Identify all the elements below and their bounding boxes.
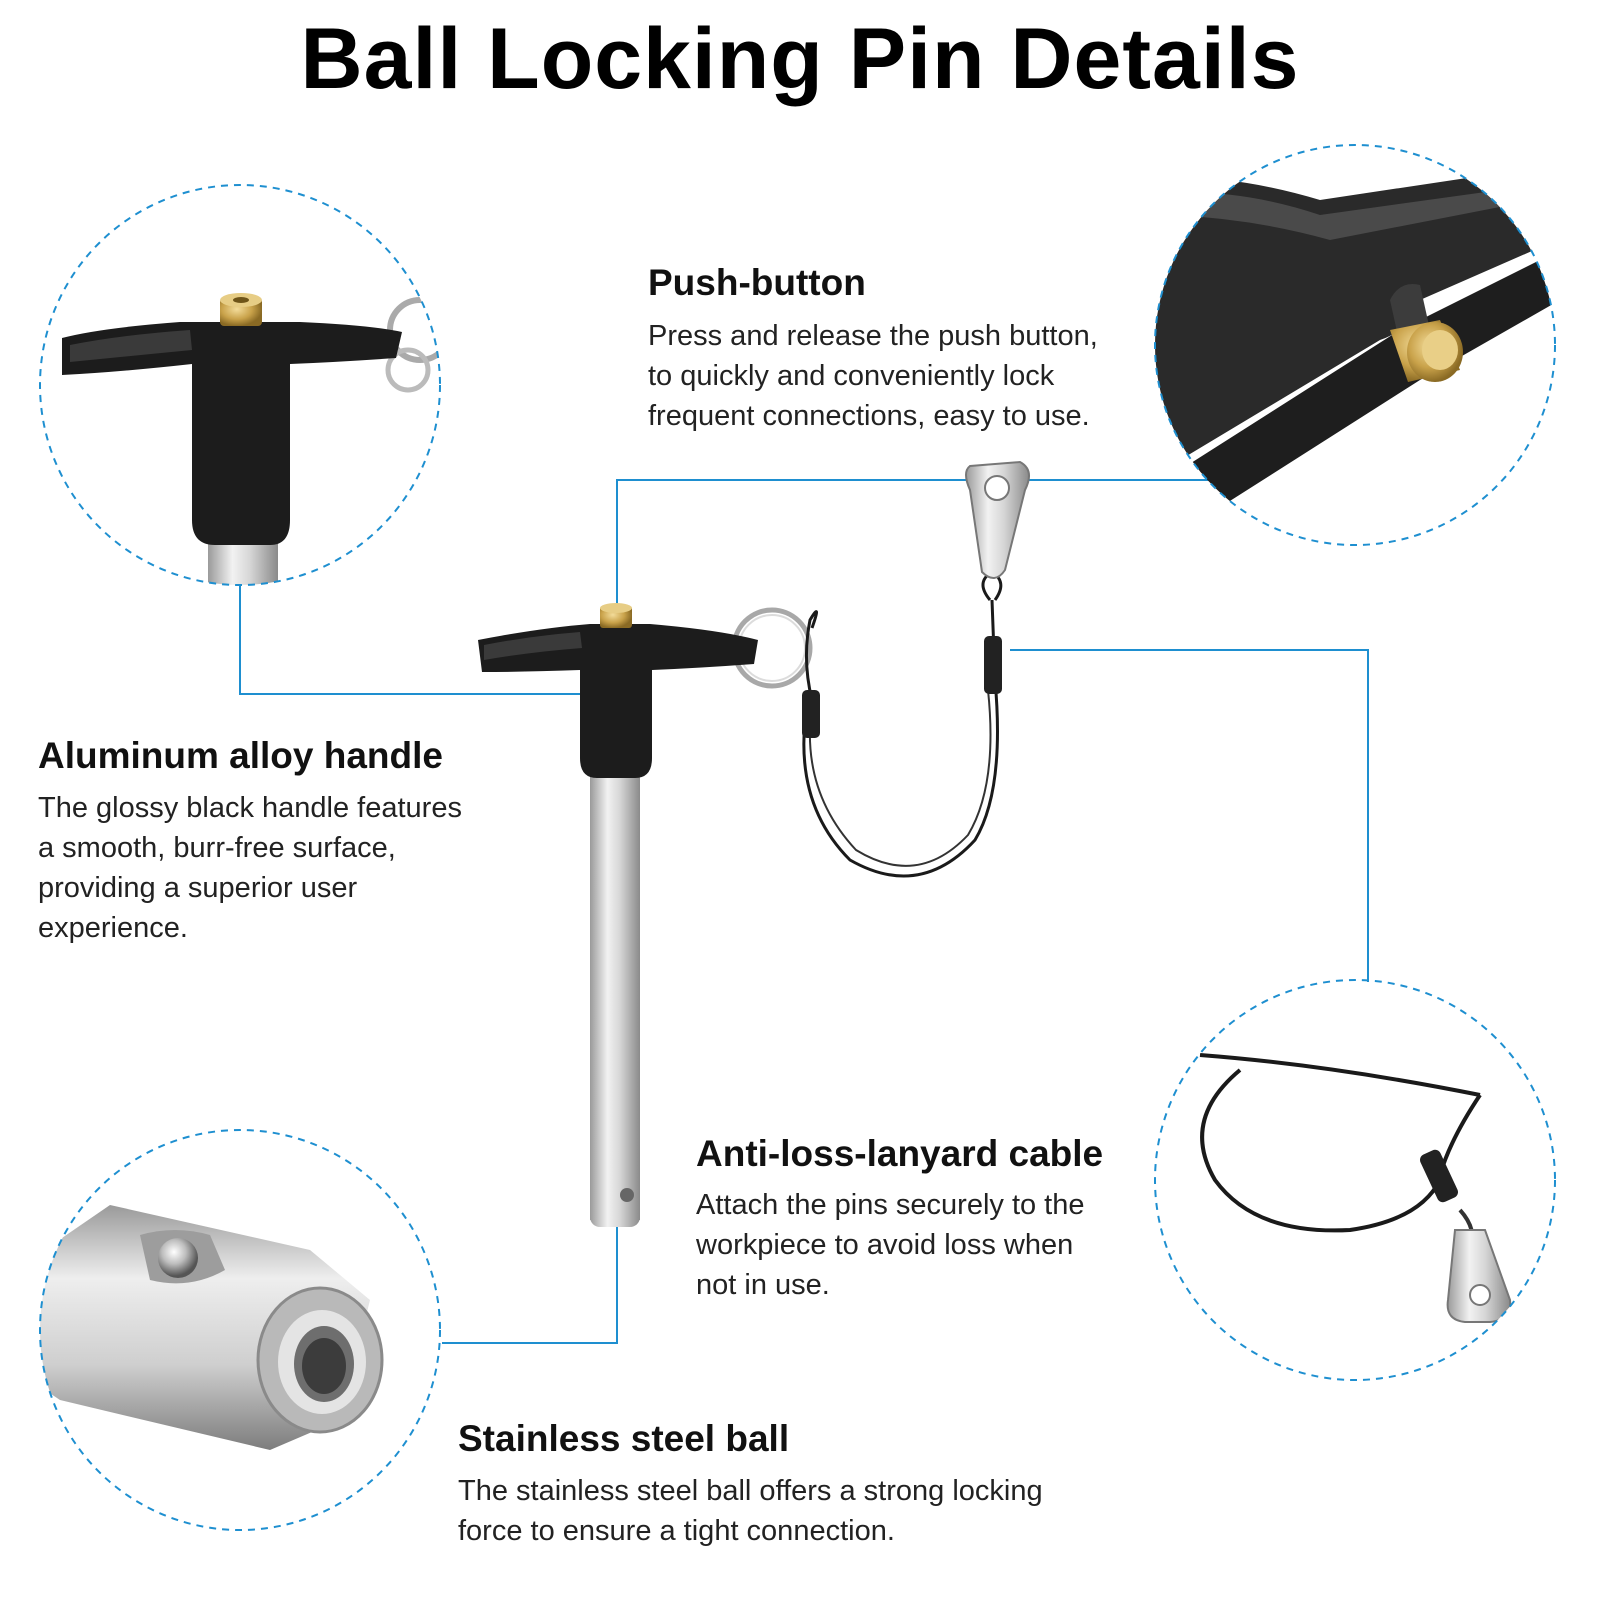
push-button-heading: Push-button — [648, 262, 866, 303]
lanyard-description: Attach the pins securely to the workpiec… — [696, 1185, 1085, 1305]
ball-desc-line: The stainless steel ball offers a strong… — [458, 1475, 1043, 1507]
lanyard-desc-line: Attach the pins securely to the — [696, 1189, 1085, 1221]
lanyard-detail-image — [1154, 979, 1556, 1381]
push-button-detail-image — [1154, 144, 1556, 546]
page-title: Ball Locking Pin Details — [300, 11, 1300, 107]
lanyard-desc-line: workpiece to avoid loss when — [696, 1229, 1074, 1261]
push-button-desc-line: frequent connections, easy to use. — [648, 400, 1090, 432]
lanyard-heading: Anti-loss-lanyard cable — [696, 1133, 1104, 1174]
handle-description: The glossy black handle features a smoot… — [38, 788, 462, 948]
ball-heading: Stainless steel ball — [458, 1418, 790, 1459]
lanyard-desc-line: not in use. — [696, 1269, 830, 1301]
push-button-desc-line: Press and release the push button, — [648, 320, 1098, 352]
ball-description: The stainless steel ball offers a strong… — [458, 1471, 1043, 1551]
steel-ball-detail-image — [39, 1129, 441, 1531]
ball-locking-pin-image — [478, 460, 1030, 1227]
handle-detail-image — [39, 184, 441, 586]
push-button-desc-line: to quickly and conveniently lock — [648, 360, 1055, 392]
handle-heading: Aluminum alloy handle — [38, 735, 443, 776]
handle-desc-line: The glossy black handle features — [38, 792, 462, 824]
handle-desc-line: providing a superior user — [38, 872, 358, 904]
ball-desc-line: force to ensure a tight connection. — [458, 1515, 895, 1547]
handle-desc-line: a smooth, burr-free surface, — [38, 832, 396, 864]
handle-desc-line: experience. — [38, 912, 188, 944]
push-button-description: Press and release the push button, to qu… — [648, 316, 1098, 436]
